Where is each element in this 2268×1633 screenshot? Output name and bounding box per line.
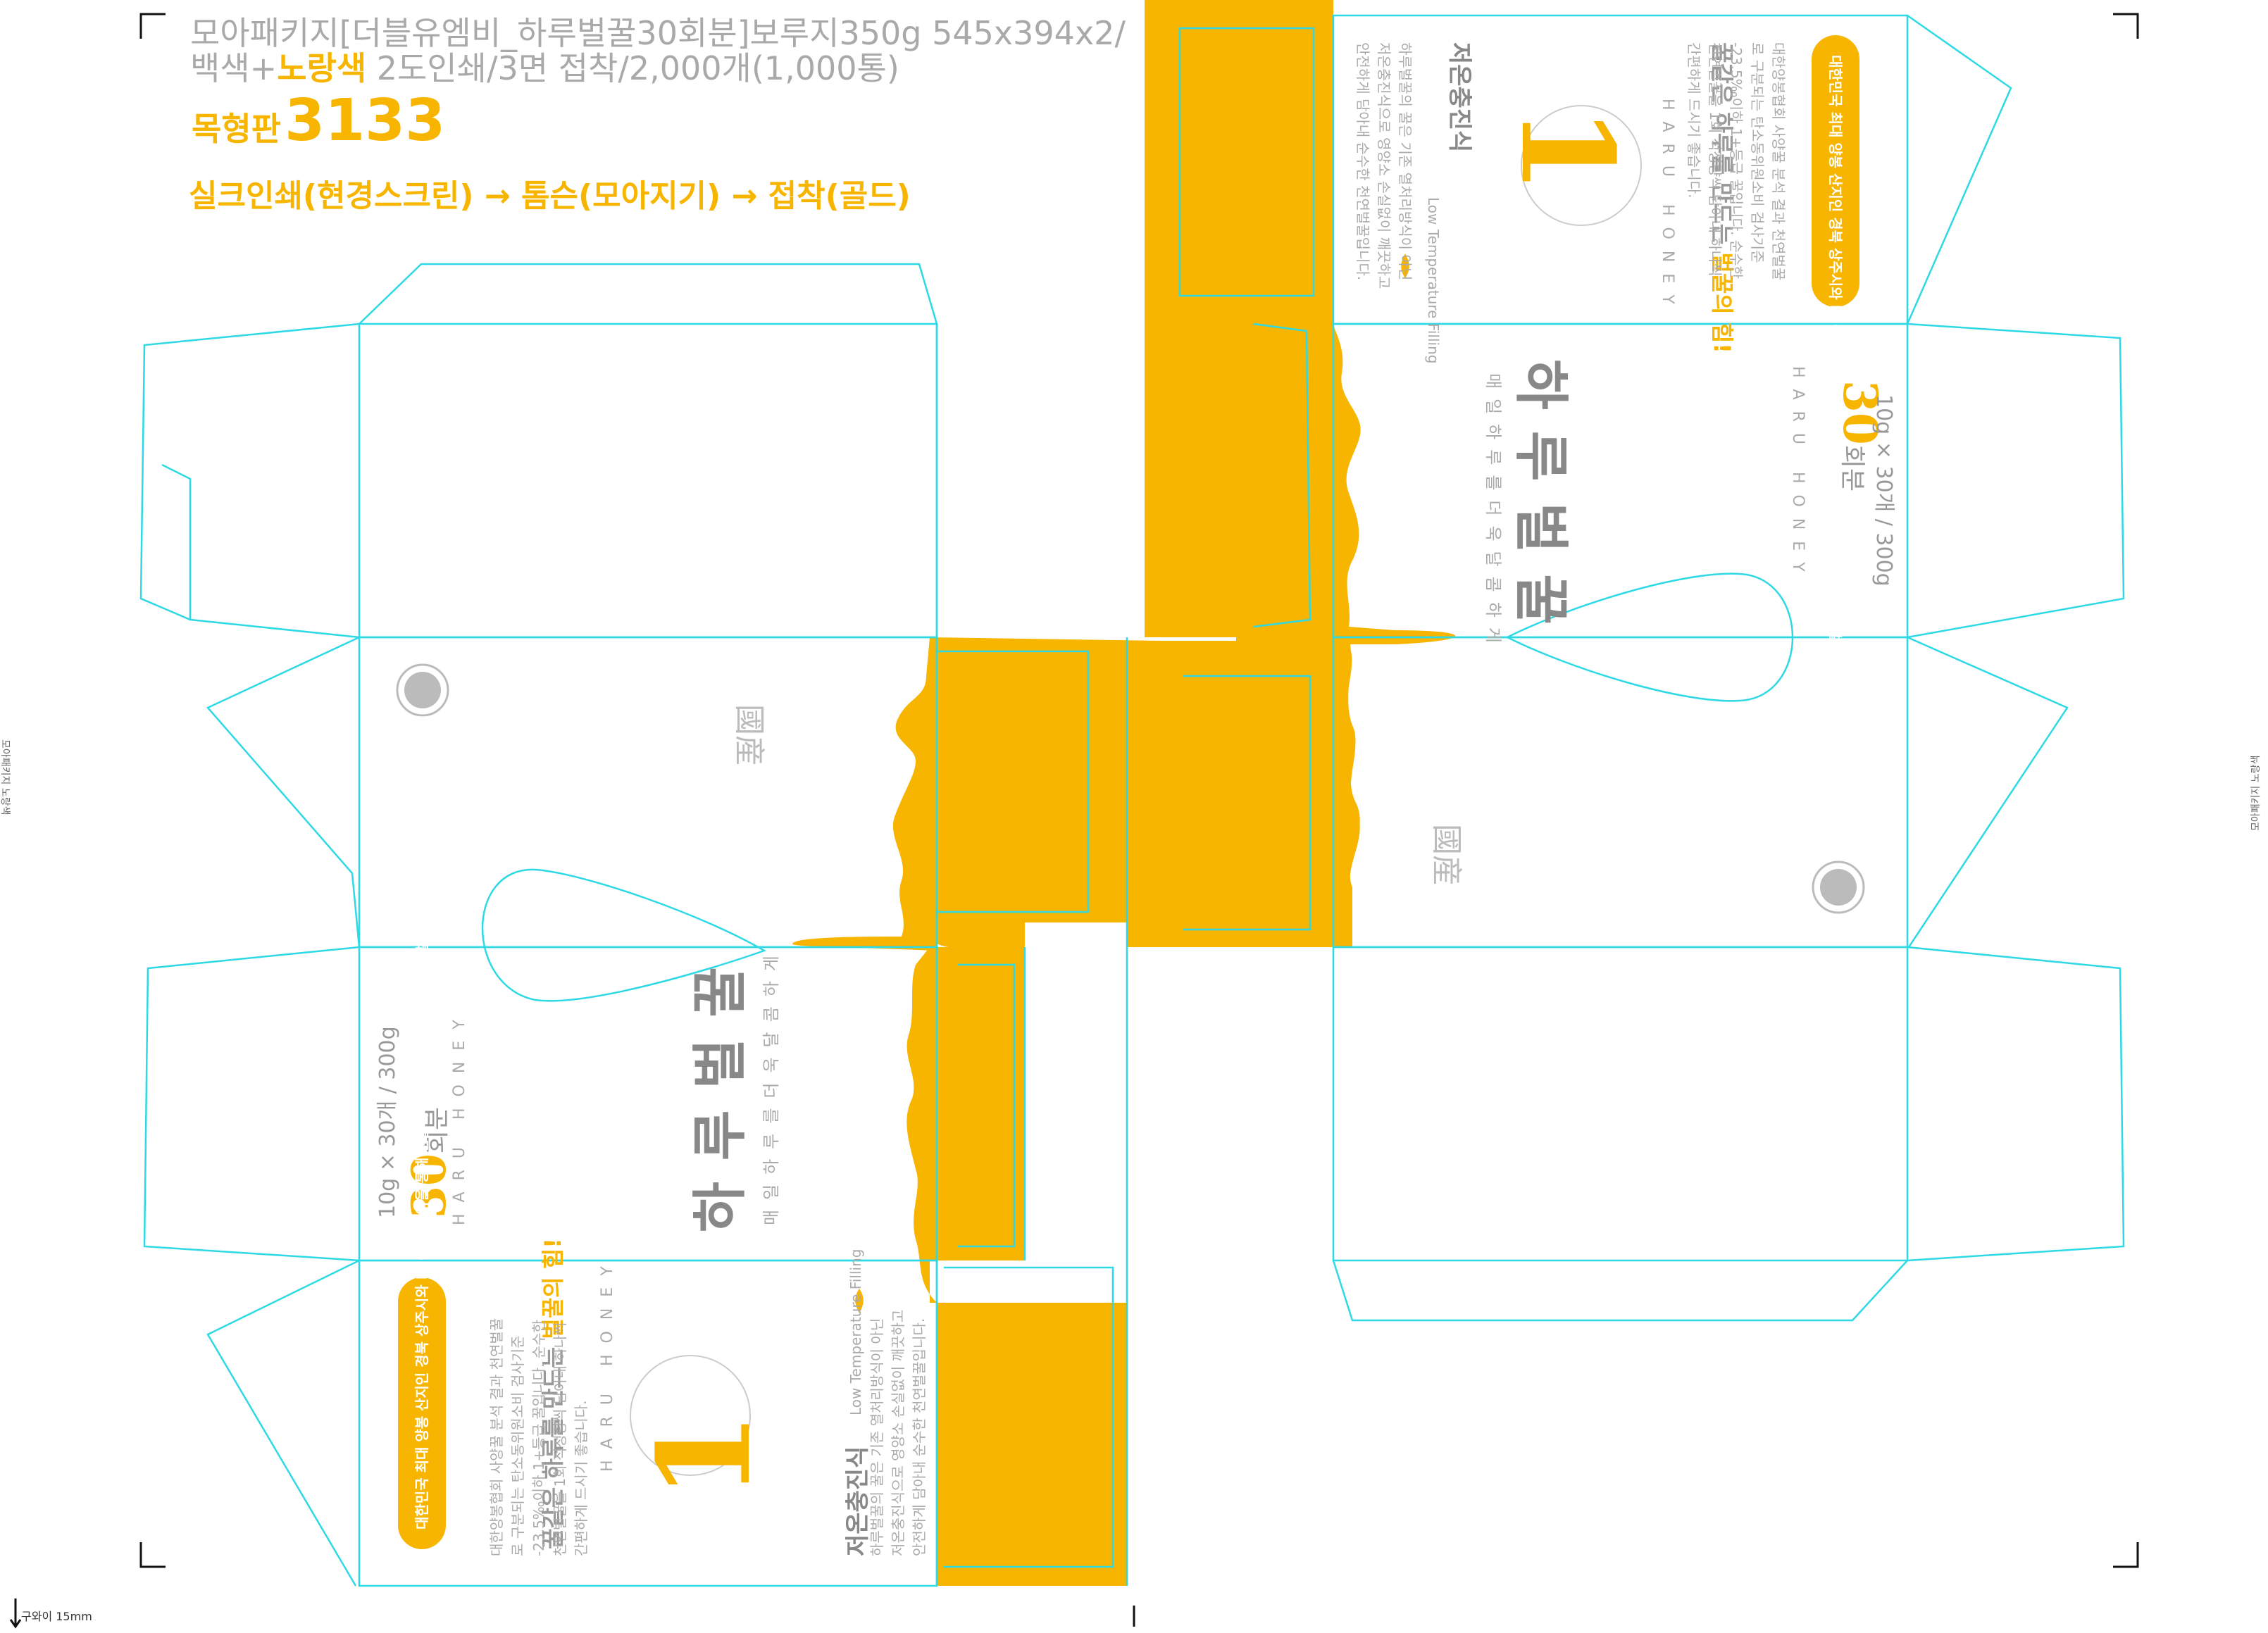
gold-inner-die-2 [937, 650, 1311, 931]
mou-pill-left: 대한민국 최대 양봉 산지인 경북 상주시와 M.O.U 협약을 통해 믿을 수… [398, 841, 446, 1549]
right-teardrop [1505, 573, 1794, 702]
honey-drop-icon [1401, 254, 1409, 278]
spec-line-2-highlight: 노랑색 [277, 49, 367, 87]
seal-circle [1521, 105, 1642, 226]
left-panel-2 [358, 636, 938, 949]
side-note-right: 모아패키지 노랑색 [2250, 755, 2262, 832]
right-side-flap-0 [1906, 14, 2012, 325]
right-panel-4 [1332, 946, 1909, 1262]
feature-body-left: 하루벌꿀의 꿀은 기존 열처리방식이 아닌 저온충진식으로 영양소 손실없이 깨… [868, 1309, 928, 1556]
mold-label: 목형판 [192, 110, 281, 148]
eng-left-2: HARU HONEY [599, 1255, 616, 1472]
gold-inner-die-1 [1178, 27, 1315, 628]
info-body-right: 대한양봉협회 사양꿀 분석 결과 천연벌꿀로 구분되는 탄소동위원소비 검사기준… [1686, 42, 1787, 281]
right-bottom-flap [1332, 1260, 1908, 1322]
brand-name-left: 하루벌꿀 [688, 945, 752, 1232]
slogan-right: 매일하루를더욱달콤하게 [1483, 373, 1503, 653]
weight-right: 10g × 30개 / 300g [1871, 394, 1896, 587]
crop-marks [9, 13, 2139, 1629]
feature-sub-right: Low Temperature Filling [1425, 197, 1442, 364]
crop-mark-tl [139, 13, 166, 39]
feature-sub-left: Low Temperature Filling [847, 1249, 864, 1415]
left-side-flap-1 [139, 323, 360, 639]
slogan-left: 매일하루를더욱달콤하게 [761, 946, 781, 1225]
eng-right-1: HARU HONEY [1659, 99, 1676, 315]
process-steps: 실크인쇄(현경스크린) → 톰슨(모아지기) → 접착(골드) [189, 178, 911, 214]
mold-number: 3133 [285, 87, 446, 154]
measure-note: 구와이 15mm [21, 1610, 92, 1623]
clover-badge-left [396, 663, 449, 717]
measure-arrow [9, 1598, 22, 1629]
weight-left: 10g × 30개 / 300g [375, 1026, 400, 1218]
right-panel-3 [1332, 636, 1909, 949]
feature-body-right: 하루벌꿀의 꿀은 기존 열처리방식이 아닌 저온충진식으로 영양소 손실없이 깨… [1354, 42, 1414, 289]
spec-line-2-pre: 백색+ [190, 49, 278, 87]
left-panel-1 [358, 323, 938, 639]
gold-band-upper-right-panel [1145, 0, 1333, 637]
brand-name-right: 하루벌꿀 [1509, 359, 1573, 646]
feature-title-right: 저온충진식 [1445, 42, 1473, 153]
count-unit-right: 회분 [1838, 444, 1867, 492]
mold-info: 목형판 3133 [192, 87, 445, 154]
honey-seal-logo-left [630, 1289, 864, 1476]
spec-line-2: 백색+노랑색 2도인쇄/3면 접착/2,000개(1,000통) [190, 46, 899, 90]
right-side-flap-2 [1907, 636, 2069, 948]
gold-band-middle [792, 637, 1360, 951]
left-top-flap [359, 263, 938, 325]
eng-right-2: HARU HONEY [1789, 366, 1807, 583]
seal-circle-left [630, 1355, 751, 1476]
origin-mark-left: 國産 [731, 704, 767, 766]
right-side-flap-1 [1907, 323, 2125, 639]
honey-seal-logo-right [1401, 105, 1642, 278]
right-side-flap-3 [1907, 946, 2125, 1262]
spec-line-1: 모아패키지[더블유엠비_하루벌꿀30회분]보루지350g 545x394x2/ [190, 14, 1126, 52]
right-panel-2 [1332, 323, 1909, 639]
center-panel-edge [1023, 637, 1128, 1586]
spec-line-2-post: 2도인쇄/3면 접착/2,000개(1,000통) [366, 49, 899, 87]
dieline-lines [139, 14, 2125, 1587]
honey-drop-icon-left [855, 1289, 864, 1313]
gold-band-lower [906, 947, 1127, 1586]
crop-mark-bl [139, 1542, 166, 1568]
left-side-flap-3 [143, 946, 360, 1262]
origin-mark-right: 國産 [1428, 824, 1464, 886]
left-side-flap-4 [206, 1259, 360, 1587]
crop-mark-tr [2113, 13, 2139, 39]
left-side-flap-2 [206, 636, 361, 948]
big-numeral-left: 1 [630, 1411, 779, 1500]
gold-inner-die-3 [944, 963, 1114, 1568]
clover-badge-right [1812, 861, 1865, 914]
left-teardrop [481, 868, 766, 1002]
gold-band [792, 0, 1456, 1586]
side-note-left: 모아패키지 노랑색 [0, 739, 11, 815]
crop-mark-br [2113, 1542, 2139, 1568]
mou-pill-right: 대한민국 최대 양봉 산지인 경북 상주시와 M.O.U 협약을 통해 믿을 수… [1812, 35, 1859, 744]
info-body-left: 대한양봉협회 사양꿀 분석 결과 천연벌꿀로 구분되는 탄소동위원소비 검사기준… [488, 1318, 590, 1556]
big-numeral-right: 1 [1493, 106, 1641, 194]
